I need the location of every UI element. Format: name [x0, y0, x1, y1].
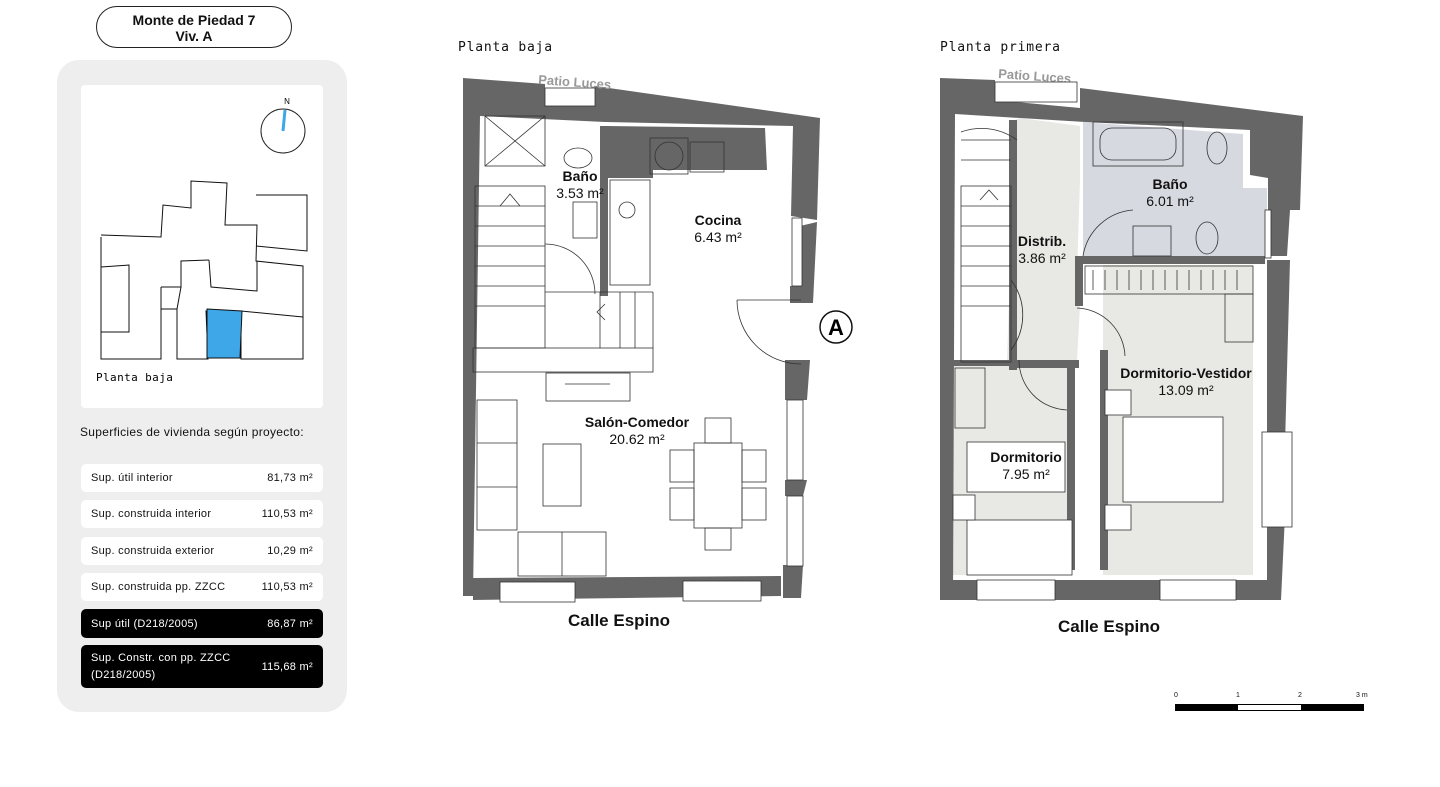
ground-fixtures	[472, 87, 804, 603]
surface-label: Sup. útil interior	[91, 472, 173, 484]
entrance-label: A	[828, 315, 844, 340]
scale-bar: 0 1 2 3 m	[1172, 692, 1372, 716]
scale-tick-label: 0	[1174, 692, 1178, 699]
north-arrow-icon	[281, 109, 287, 132]
surface-row: Sup. construida pp. ZZCC 110,53 m²	[81, 573, 323, 601]
ground-floor-plan: Patio Luces	[463, 72, 853, 603]
first-floor-title: Planta primera	[940, 40, 1061, 55]
key-map-caption: Planta baja	[96, 371, 173, 384]
surface-value: 10,29 m²	[267, 545, 313, 557]
surface-label: Sup. construida interior	[91, 508, 212, 520]
surface-value: 81,73 m²	[267, 472, 313, 484]
surface-value: 86,87 m²	[267, 617, 313, 630]
unit-name: Viv. A	[175, 28, 213, 44]
bathroom-fill	[1083, 122, 1267, 256]
surface-row: Sup. construida interior 110,53 m²	[81, 500, 323, 528]
surfaces-title: Superficies de vivienda según proyecto:	[80, 425, 304, 439]
entrance-marker-icon	[819, 310, 853, 344]
ground-floor-title: Planta baja	[458, 40, 553, 55]
north-label: N	[284, 97, 290, 106]
surface-value: 115,68 m²	[261, 660, 313, 673]
key-map-drawing: N Planta baja	[96, 97, 308, 384]
surface-label: Sup. construida exterior	[91, 545, 215, 557]
surface-value: 110,53 m²	[261, 508, 313, 520]
surface-label: Sup útil (D218/2005)	[91, 617, 198, 630]
surface-row-highlight: Sup. Constr. con pp. ZZCC (D218/2005) 11…	[81, 645, 323, 688]
block-outlines	[100, 180, 308, 360]
first-street-label: Calle Espino	[1058, 617, 1161, 636]
compass-icon	[260, 108, 306, 154]
distrib-fill	[1007, 118, 1080, 412]
ground-walls	[463, 78, 820, 600]
room-label-distrib: Distrib.3.86 m²	[1017, 233, 1067, 266]
ground-street-label: Calle Espino	[568, 611, 671, 630]
stair-treads	[475, 205, 654, 348]
first-fixtures	[952, 81, 1293, 601]
surface-value: 110,53 m²	[261, 581, 313, 593]
key-map: N Planta baja	[81, 85, 323, 408]
surface-label: (D218/2005)	[91, 668, 156, 681]
surface-row: Sup. útil interior 81,73 m²	[81, 464, 323, 492]
patio-label: Patio Luces	[538, 72, 612, 92]
scale-tick-label: 2	[1298, 692, 1302, 699]
project-title: Monte de Piedad 7 Viv. A	[96, 6, 292, 48]
surface-row: Sup. construida exterior 10,29 m²	[81, 537, 323, 565]
unit-highlight	[206, 308, 243, 359]
surface-label: Sup. construida pp. ZZCC	[91, 581, 226, 593]
scale-segments	[1175, 704, 1364, 711]
surface-label: Sup. Constr. con pp. ZZCC	[91, 651, 231, 664]
scale-tick-label: 3 m	[1356, 692, 1368, 699]
patio-label: Patio Luces	[998, 66, 1072, 86]
surface-row-highlight: Sup útil (D218/2005) 86,87 m²	[81, 609, 323, 638]
project-name: Monte de Piedad 7	[132, 12, 256, 28]
scale-tick-label: 1	[1236, 692, 1240, 699]
first-floor-plan: Patio Luces	[940, 66, 1303, 601]
